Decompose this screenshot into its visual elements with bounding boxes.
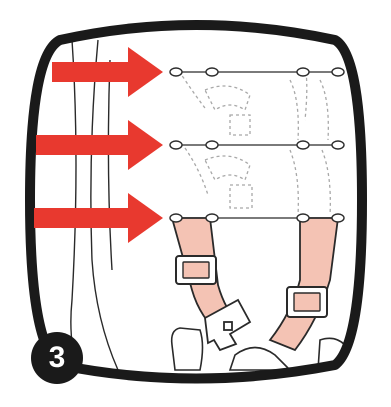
step-number-badge: 3 bbox=[31, 332, 83, 384]
step-number: 3 bbox=[49, 343, 66, 373]
